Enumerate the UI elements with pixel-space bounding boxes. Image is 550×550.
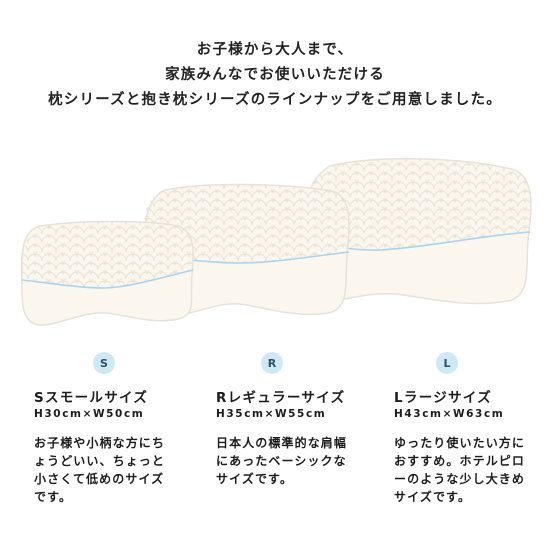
size-dimensions-regular: H35cm×W55cm bbox=[216, 408, 327, 420]
size-badge-s: S bbox=[93, 352, 115, 374]
description-line: ーのような少し大きめ bbox=[394, 472, 526, 486]
size-name-small: Sスモールサイズ bbox=[34, 390, 149, 406]
size-description-small: お子様や小柄な方にち ょうどいい、ちょっと 小さくて低めのサイズ です。 bbox=[34, 434, 194, 506]
description-line: サイズです。 bbox=[216, 472, 294, 486]
headline: お子様から大人まで、 家族みんなでお使いいただける 枕シリーズと抱き枕シリーズの… bbox=[0, 38, 550, 113]
description-line: おすすめ。ホテルピロ bbox=[394, 454, 526, 468]
size-name-regular: Rレギュラーサイズ bbox=[216, 390, 346, 406]
description-line: にあったベーシックな bbox=[216, 454, 347, 468]
size-column-small: S Sスモールサイズ H30cm×W50cm お子様や小柄な方にち ょうどいい、… bbox=[34, 352, 194, 506]
size-badge-l: L bbox=[436, 352, 458, 374]
size-badge-r: R bbox=[261, 352, 283, 374]
headline-line-3: 枕シリーズと抱き枕シリーズのラインナップをご用意しました。 bbox=[48, 92, 502, 108]
description-line: ゆったり使いたい方に bbox=[394, 436, 526, 450]
size-column-regular: R Rレギュラーサイズ H35cm×W55cm 日本人の標準的な肩幅 にあったベ… bbox=[216, 352, 376, 488]
description-line: お子様や小柄な方にち bbox=[34, 436, 166, 450]
headline-line-2: 家族みんなでお使いいただける bbox=[165, 67, 385, 83]
description-line: ょうどいい、ちょっと bbox=[34, 454, 166, 468]
description-line: です。 bbox=[34, 490, 73, 504]
size-name-large: Lラージサイズ bbox=[394, 390, 493, 406]
pillow-large bbox=[302, 158, 532, 305]
size-description-regular: 日本人の標準的な肩幅 にあったベーシックな サイズです。 bbox=[216, 434, 376, 488]
headline-line-1: お子様から大人まで、 bbox=[196, 42, 354, 58]
size-column-large: L Lラージサイズ H43cm×W63cm ゆったり使いたい方に おすすめ。ホテ… bbox=[394, 352, 550, 506]
pillow-regular bbox=[141, 183, 350, 318]
pillow-small bbox=[20, 220, 194, 326]
size-dimensions-large: H43cm×W63cm bbox=[394, 408, 505, 420]
pillow-lineup-illustration bbox=[20, 158, 532, 326]
size-description-large: ゆったり使いたい方に おすすめ。ホテルピロ ーのような少し大きめ サイズです。 bbox=[394, 434, 550, 506]
description-line: 日本人の標準的な肩幅 bbox=[216, 436, 348, 450]
size-dimensions-small: H30cm×W50cm bbox=[34, 408, 145, 420]
description-line: サイズです。 bbox=[394, 490, 472, 504]
description-line: 小さくて低めのサイズ bbox=[34, 472, 165, 486]
